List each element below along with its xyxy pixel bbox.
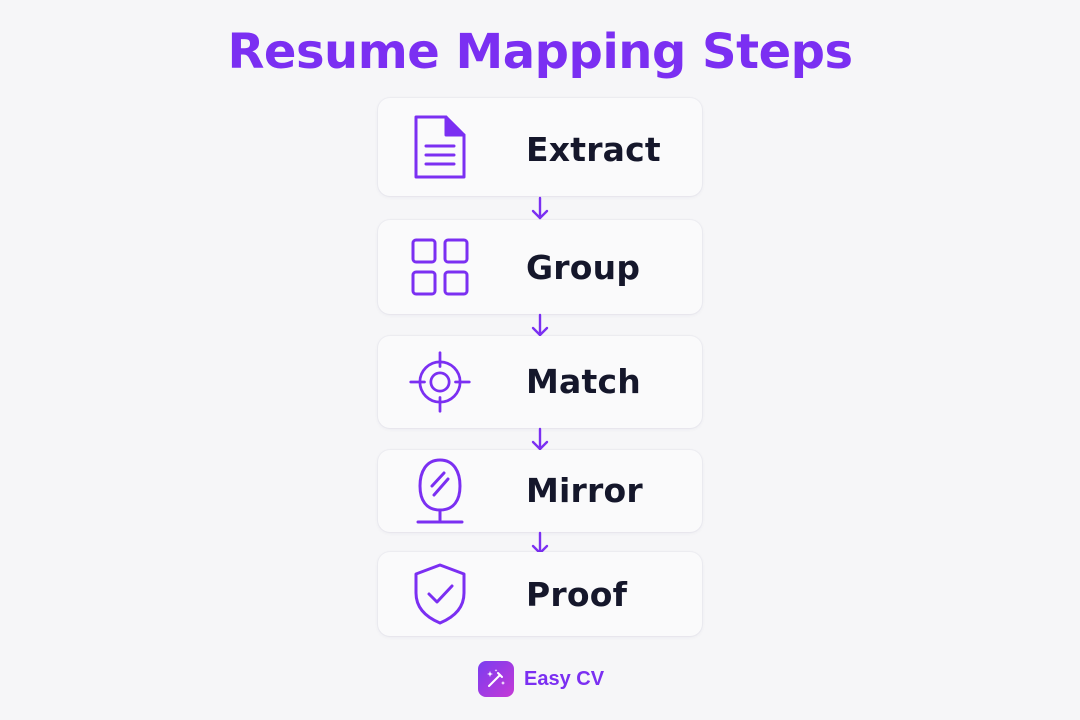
step-label-group: Group — [526, 248, 641, 287]
mirror-icon — [408, 456, 472, 526]
step-label-match: Match — [526, 362, 641, 401]
arrow-down-icon — [531, 427, 549, 451]
document-icon — [408, 112, 472, 182]
step-card-match: Match — [378, 336, 702, 428]
page-title: Resume Mapping Steps — [227, 24, 853, 80]
shield-check-icon — [408, 559, 472, 629]
arrow-down-icon — [531, 196, 549, 220]
magic-wand-icon — [478, 661, 514, 697]
arrow-down-icon — [531, 313, 549, 337]
step-card-proof: Proof — [378, 552, 702, 636]
step-card-extract: Extract — [378, 98, 702, 196]
step-label-proof: Proof — [526, 575, 628, 614]
brand: Easy CV — [478, 661, 604, 697]
target-icon — [408, 347, 472, 417]
step-label-mirror: Mirror — [526, 471, 643, 510]
grid-icon — [408, 232, 472, 302]
step-card-group: Group — [378, 220, 702, 314]
step-label-extract: Extract — [526, 130, 661, 169]
brand-name: Easy CV — [524, 667, 605, 690]
step-card-mirror: Mirror — [378, 450, 702, 532]
